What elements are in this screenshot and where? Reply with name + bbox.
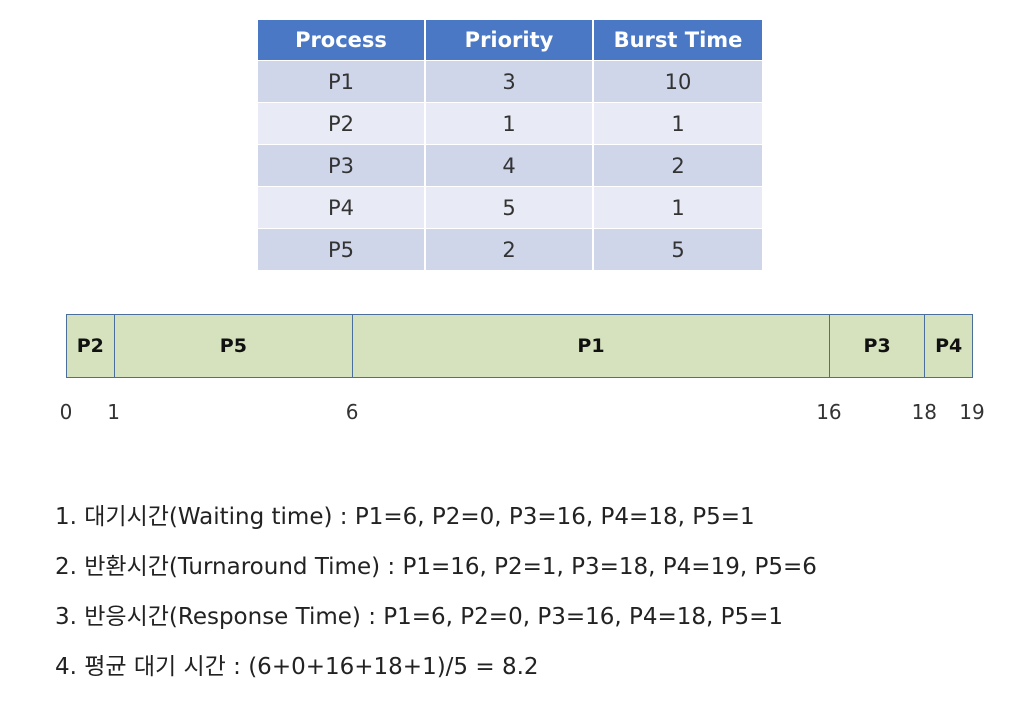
cell-process: P5	[258, 228, 426, 270]
cell-priority: 3	[425, 60, 594, 103]
cell-priority: 5	[425, 186, 594, 229]
header-burst-time: Burst Time	[593, 20, 762, 61]
gantt-segment-p2: P2	[66, 314, 115, 378]
table-row: P5 2 5	[258, 228, 762, 270]
gantt-tick-label: 0	[59, 400, 73, 424]
cell-process: P3	[258, 144, 426, 187]
cell-burst-time: 1	[593, 186, 762, 229]
gantt-segment-p1: P1	[352, 314, 830, 378]
process-table: Process Priority Burst Time P1 3 10 P2 1…	[258, 20, 762, 270]
gantt-tick-label: 16	[816, 400, 842, 424]
cell-priority: 2	[425, 228, 594, 270]
turnaround-time-line: 2. 반환시간(Turnaround Time) : P1=16, P2=1, …	[55, 554, 817, 580]
header-priority: Priority	[425, 20, 594, 61]
table-row: P3 4 2	[258, 144, 762, 187]
gantt-segment-p5: P5	[113, 314, 354, 378]
cell-burst-time: 5	[593, 228, 762, 270]
table-row: P4 5 1	[258, 186, 762, 229]
cell-burst-time: 2	[593, 144, 762, 187]
cell-process: P1	[258, 60, 426, 103]
gantt-segment-p3: P3	[828, 314, 926, 378]
gantt-segment-p4: P4	[924, 314, 973, 378]
cell-priority: 4	[425, 144, 594, 187]
cell-process: P2	[258, 102, 426, 145]
gantt-tick-label: 6	[345, 400, 359, 424]
waiting-time-line: 1. 대기시간(Waiting time) : P1=6, P2=0, P3=1…	[55, 504, 755, 530]
cell-process: P4	[258, 186, 426, 229]
results-list: 1. 대기시간(Waiting time) : P1=6, P2=0, P3=1…	[55, 500, 817, 700]
table-row: P2 1 1	[258, 102, 762, 145]
average-waiting-time-line: 4. 평균 대기 시간 : (6+0+16+18+1)/5 = 8.2	[55, 654, 539, 680]
cell-priority: 1	[425, 102, 594, 145]
header-process: Process	[258, 20, 426, 61]
gantt-tick-label: 1	[107, 400, 121, 424]
gantt-tick-label: 19	[959, 400, 985, 424]
table-row: P1 3 10	[258, 60, 762, 103]
cell-burst-time: 10	[593, 60, 762, 103]
table-header-row: Process Priority Burst Time	[258, 20, 762, 61]
gantt-tick-label: 18	[911, 400, 938, 424]
response-time-line: 3. 반응시간(Response Time) : P1=6, P2=0, P3=…	[55, 604, 784, 630]
cell-burst-time: 1	[593, 102, 762, 145]
